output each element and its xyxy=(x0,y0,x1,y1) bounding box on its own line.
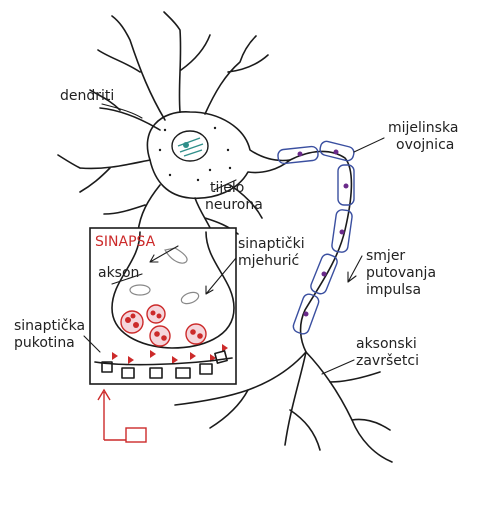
synapse-title: SINAPSA xyxy=(95,234,156,250)
impulse-direction-arrow xyxy=(347,255,363,283)
postsynaptic-membrane xyxy=(94,350,233,379)
cytoplasm-dots xyxy=(158,126,232,182)
label-cell-body-line2: neurona xyxy=(205,197,263,213)
label-dendrites: dendriti xyxy=(60,88,114,104)
label-direction-line3: impulsa xyxy=(366,282,421,298)
label-cell-body-line1: tijelo xyxy=(210,180,244,196)
label-vesicle-line2: mjehurić xyxy=(238,253,299,269)
label-myelin-line1: mijelinska xyxy=(388,120,458,136)
label-terminals-line2: završetci xyxy=(356,353,419,369)
leader-lines xyxy=(83,103,385,375)
axon-terminals xyxy=(174,351,393,463)
inset-callout xyxy=(97,388,147,443)
label-cleft-line2: pukotina xyxy=(14,335,75,351)
nucleus xyxy=(171,130,209,162)
synapse-inset xyxy=(89,227,237,385)
axon-myelin xyxy=(277,140,355,353)
label-direction-line2: putovanja xyxy=(366,265,436,281)
neurotransmitters xyxy=(112,344,228,364)
label-vesicle-line1: sinaptički xyxy=(238,236,305,252)
label-direction-line1: smjer xyxy=(366,248,405,264)
label-cleft-line1: sinaptička xyxy=(14,318,85,334)
vesicles xyxy=(120,304,207,347)
label-myelin-line2: ovojnica xyxy=(396,137,454,153)
label-terminals-line1: aksonski xyxy=(356,336,417,352)
label-axon: akson xyxy=(98,265,139,281)
